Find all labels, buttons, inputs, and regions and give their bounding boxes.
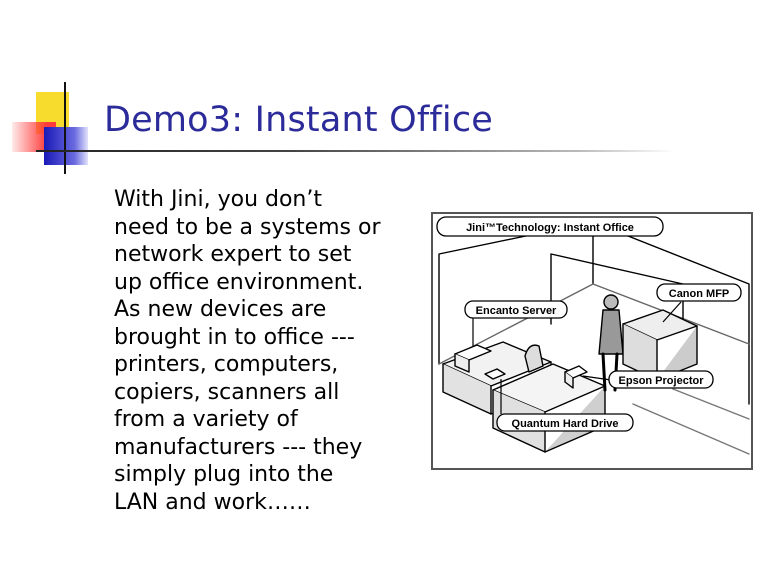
person-figure bbox=[598, 294, 624, 392]
hard-drive-device bbox=[484, 368, 506, 380]
mfp-leader-line bbox=[662, 301, 682, 323]
title-underline bbox=[36, 150, 676, 152]
title-ornament bbox=[0, 0, 110, 180]
room-right-wall bbox=[592, 221, 750, 405]
partition-panel bbox=[550, 253, 684, 325]
slide-body-text: With Jini, you don’t need to be a system… bbox=[114, 187, 381, 515]
figure-title: Jini™Technology: Instant Office bbox=[466, 222, 634, 234]
label-canon-mfp: Canon MFP bbox=[669, 288, 730, 300]
canon-mfp-device bbox=[622, 309, 698, 381]
blue-square-decoration bbox=[44, 127, 88, 165]
office-chair bbox=[524, 344, 544, 373]
instant-office-illustration: Jini™Technology: Instant Office Encanto … bbox=[431, 212, 753, 470]
vertical-rule bbox=[64, 82, 66, 174]
projector-leader-line bbox=[582, 375, 612, 381]
label-quantum-hard-drive: Quantum Hard Drive bbox=[512, 418, 619, 430]
room-left-wall bbox=[438, 221, 594, 365]
label-encanto-server: Encanto Server bbox=[476, 305, 557, 317]
label-epson-projector: Epson Projector bbox=[619, 375, 705, 387]
slide-title: Demo3: Instant Office bbox=[104, 100, 494, 140]
